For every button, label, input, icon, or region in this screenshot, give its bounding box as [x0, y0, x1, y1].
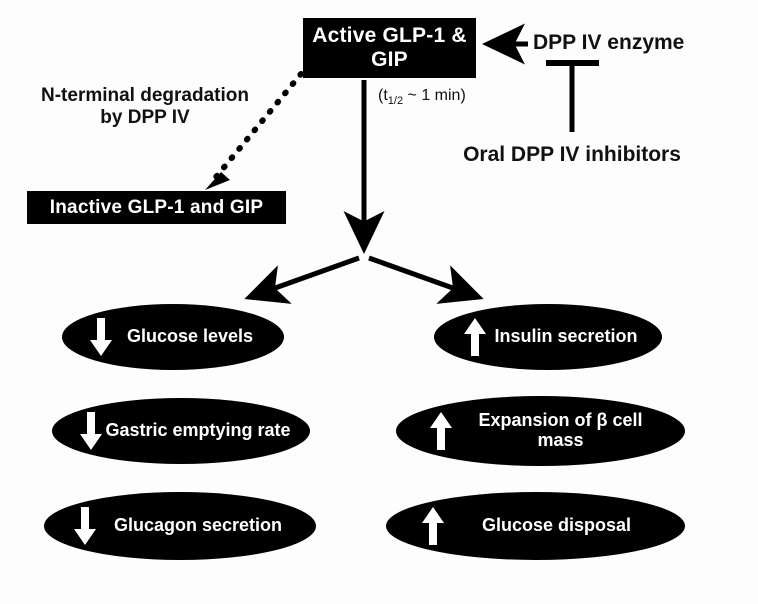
effect-label: Gastric emptying rate	[105, 420, 291, 441]
label-half-life: (t1/2 ~ 1 min)	[378, 87, 518, 107]
down-arrow-icon	[80, 412, 102, 450]
label-n-terminal-degradation: N-terminal degradation by DPP IV	[41, 85, 249, 129]
label-dpp-iv-enzyme: DPP IV enzyme	[533, 31, 685, 54]
effect-label: Glucose levels	[126, 326, 254, 347]
effect-ellipse-glucagon-secretion: Glucagon secretion	[44, 492, 316, 560]
half-life-suffix: ~ 1 min)	[403, 87, 466, 104]
effect-label: Glucagon secretion	[113, 515, 283, 536]
effect-ellipse-expansion-of-beta-cell-mass: Expansion of β cell mass	[396, 396, 685, 466]
effect-label: Glucose disposal	[481, 515, 632, 536]
half-life-subscript: 1/2	[387, 95, 404, 108]
effect-label: Expansion of β cell mass	[478, 410, 643, 450]
effect-ellipse-gastric-emptying-rate: Gastric emptying rate	[52, 398, 310, 464]
effect-ellipse-glucose-levels: Glucose levels	[62, 304, 284, 370]
effect-ellipse-insulin-secretion: Insulin secretion	[434, 304, 662, 370]
node-active-glp1-gip: Active GLP-1 & GIP	[303, 18, 476, 78]
down-arrow-icon	[74, 507, 96, 545]
effect-label: Insulin secretion	[494, 326, 638, 347]
branch-left-arrow	[244, 255, 360, 304]
label-oral-dpp-iv-inhibitors: Oral DPP IV inhibitors	[463, 143, 681, 166]
effect-ellipse-glucose-disposal: Glucose disposal	[386, 492, 685, 560]
inhibitor-to-enzyme-tbar	[546, 60, 599, 132]
node-inactive-glp1-gip: Inactive GLP-1 and GIP	[27, 191, 286, 224]
branch-right-arrow	[368, 255, 484, 304]
up-arrow-icon	[464, 318, 486, 356]
up-arrow-icon	[430, 412, 452, 450]
active-to-inactive-dotted-arrow	[205, 71, 304, 190]
down-arrow-icon	[90, 318, 112, 356]
half-life-prefix: (t	[378, 87, 388, 104]
up-arrow-icon	[422, 507, 444, 545]
